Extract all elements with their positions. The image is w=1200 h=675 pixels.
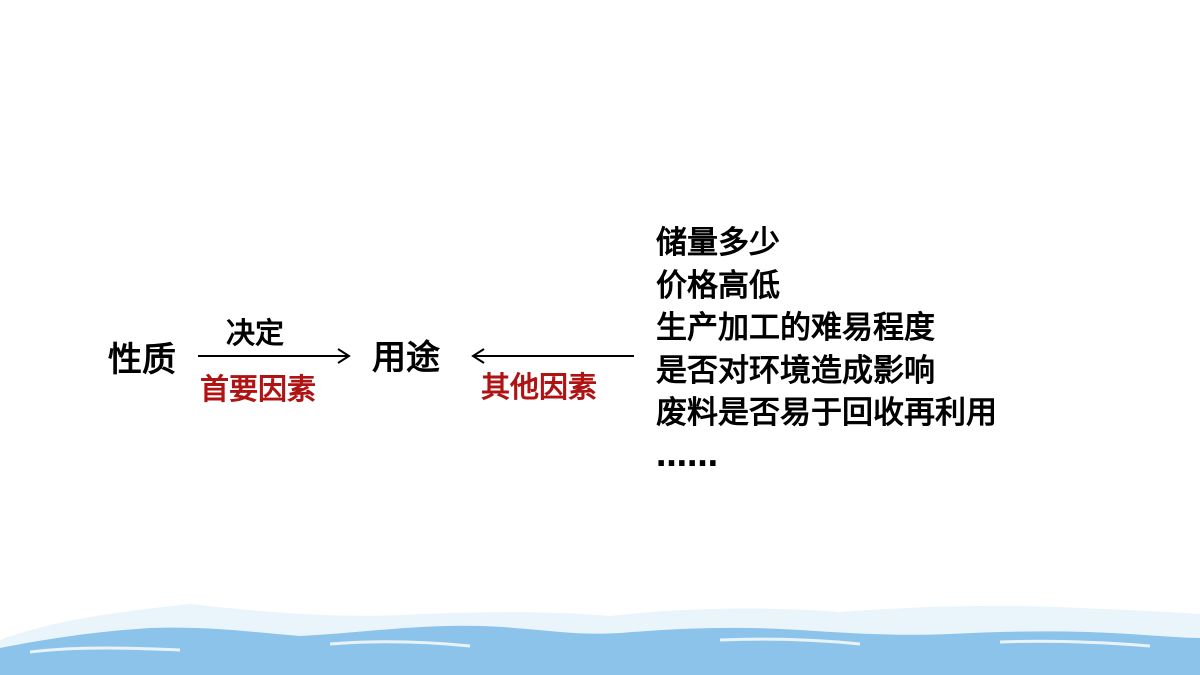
factor-item: 价格高低: [656, 267, 780, 304]
node-usage: 用途: [372, 338, 440, 378]
factor-item: ……: [656, 437, 718, 474]
arrow-decide: [198, 348, 351, 364]
factor-item: 废料是否易于回收再利用: [656, 395, 997, 431]
arrow-other-factors: [471, 348, 634, 364]
wave-body: [0, 625, 1200, 675]
label-other-factors: 其他因素: [481, 370, 598, 404]
factor-item: 储量多少: [656, 225, 780, 261]
label-decide: 决定: [226, 316, 285, 350]
factor-item: 是否对环境造成影响: [656, 352, 935, 389]
factor-item: 生产加工的难易程度: [656, 310, 935, 346]
node-property: 性质: [108, 340, 176, 380]
wave-foam: [29, 637, 1151, 654]
label-primary-factor: 首要因素: [200, 372, 317, 406]
factor-list: 储量多少 价格高低 生产加工的难易程度 是否对环境造成影响 废料是否易于回收再利…: [656, 222, 997, 477]
